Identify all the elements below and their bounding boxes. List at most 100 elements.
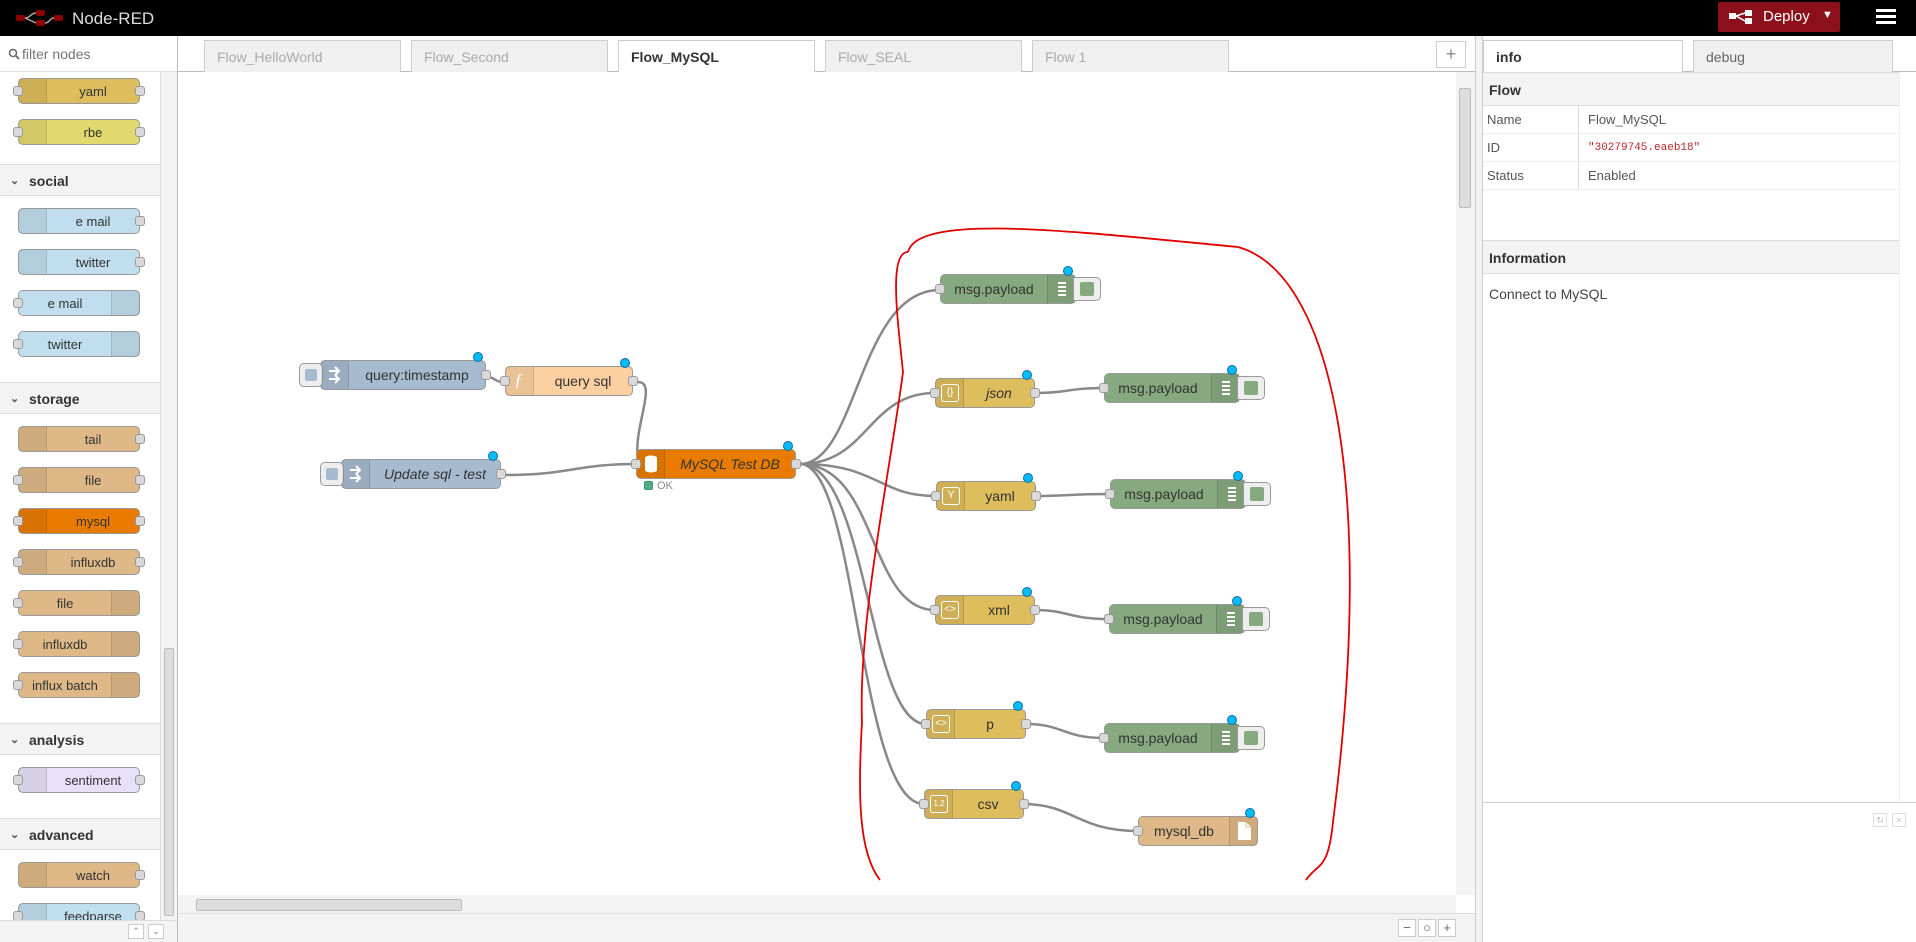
- debug-toggle-button[interactable]: [1237, 726, 1265, 750]
- csv-node[interactable]: 1,2 csv: [919, 781, 1029, 819]
- changed-badge: [1227, 715, 1237, 725]
- yaml-node[interactable]: Y yaml: [931, 473, 1041, 511]
- tab-flow-second[interactable]: Flow_Second: [411, 40, 608, 72]
- palette-category-advanced[interactable]: ⌄advanced: [0, 818, 160, 850]
- port: [135, 86, 145, 96]
- debug-node-msg-payload[interactable]: msg.payload: [1105, 471, 1271, 509]
- palette-node[interactable]: influxdb: [13, 631, 140, 657]
- inject-button[interactable]: [320, 462, 344, 486]
- tab-flow-seal[interactable]: Flow_SEAL: [825, 40, 1022, 72]
- zoom-reset-icon[interactable]: ○: [1418, 919, 1436, 937]
- debug-toggle-button[interactable]: [1243, 482, 1271, 506]
- close-icon[interactable]: ×: [1892, 813, 1906, 827]
- palette-scrollbar[interactable]: [160, 72, 177, 920]
- tab-flow-mysql[interactable]: Flow_MySQL: [618, 40, 815, 73]
- output-port[interactable]: [628, 376, 638, 386]
- debug-toggle-button[interactable]: [1073, 277, 1101, 301]
- palette-node-label: watch: [76, 868, 110, 883]
- palette-node[interactable]: influxdb: [13, 549, 145, 575]
- palette-node[interactable]: tail: [18, 426, 145, 452]
- debug-node-msg-payload[interactable]: msg.payload: [1104, 596, 1270, 634]
- tab-debug[interactable]: debug: [1693, 40, 1893, 72]
- category-label: analysis: [29, 732, 85, 748]
- debug-node-msg-payload[interactable]: msg.payload: [935, 266, 1101, 304]
- json-node[interactable]: {} json: [930, 370, 1040, 408]
- xml-node[interactable]: <> xml: [930, 587, 1040, 625]
- input-port[interactable]: [930, 605, 940, 615]
- palette-node-label: file: [84, 473, 102, 488]
- main-menu-icon[interactable]: [1874, 6, 1898, 30]
- sidebar-divider[interactable]: [1483, 802, 1916, 803]
- palette-node[interactable]: sentiment: [13, 767, 145, 793]
- debug-toggle-button[interactable]: [1242, 607, 1270, 631]
- mysql-node-test-db[interactable]: MySQL Test DB: [631, 441, 801, 479]
- input-port[interactable]: [1104, 614, 1114, 624]
- flow-canvas[interactable]: query:timestamp ƒ query sql Update sql -…: [178, 72, 1456, 895]
- input-port[interactable]: [921, 719, 931, 729]
- function-node-query-sql[interactable]: ƒ query sql: [500, 358, 638, 396]
- deploy-button[interactable]: Deploy ▼: [1718, 2, 1840, 32]
- input-port[interactable]: [919, 799, 929, 809]
- input-port[interactable]: [1099, 733, 1109, 743]
- refresh-icon[interactable]: ↻: [1873, 813, 1887, 827]
- input-port[interactable]: [931, 491, 941, 501]
- input-port[interactable]: [631, 459, 641, 469]
- input-port[interactable]: [500, 376, 510, 386]
- sidebar-tabs: info debug: [1483, 36, 1916, 73]
- information-section-header[interactable]: Information: [1483, 240, 1899, 274]
- palette-node[interactable]: yaml: [13, 78, 145, 104]
- input-port[interactable]: [1133, 826, 1143, 836]
- tab-flow-1[interactable]: Flow 1: [1032, 40, 1229, 72]
- debug-node-msg-payload[interactable]: msg.payload: [1099, 365, 1265, 403]
- add-flow-button[interactable]: +: [1436, 41, 1466, 68]
- filter-nodes-input[interactable]: [22, 44, 172, 64]
- input-port[interactable]: [930, 388, 940, 398]
- input-port[interactable]: [1105, 489, 1115, 499]
- input-port[interactable]: [1099, 383, 1109, 393]
- inject-button[interactable]: [299, 363, 323, 387]
- palette-node[interactable]: e mail: [18, 208, 145, 234]
- palette-node[interactable]: influx batch: [13, 672, 140, 698]
- caret-down-icon[interactable]: ▼: [1822, 9, 1833, 21]
- debug-node-msg-payload[interactable]: msg.payload: [1099, 715, 1265, 753]
- output-port[interactable]: [496, 469, 506, 479]
- zoom-out-icon[interactable]: −: [1398, 919, 1416, 937]
- palette-node[interactable]: file: [13, 467, 145, 493]
- output-port[interactable]: [791, 459, 801, 469]
- inject-node-query-timestamp[interactable]: query:timestamp: [299, 352, 491, 390]
- palette-node[interactable]: mysql: [13, 508, 145, 534]
- palette-category-social[interactable]: ⌄social: [0, 164, 160, 196]
- palette-category-analysis[interactable]: ⌄analysis: [0, 723, 160, 755]
- sidebar-scrollbar[interactable]: [1899, 72, 1916, 802]
- output-port[interactable]: [1030, 388, 1040, 398]
- output-port[interactable]: [1019, 799, 1029, 809]
- palette-node[interactable]: twitter: [18, 249, 145, 275]
- palette-category-storage[interactable]: ⌄storage: [0, 382, 160, 414]
- file-node-mysql-db[interactable]: mysql_db: [1133, 808, 1258, 846]
- output-port[interactable]: [1021, 719, 1031, 729]
- html-node-p[interactable]: <> p: [921, 701, 1031, 739]
- palette-node[interactable]: watch: [18, 862, 145, 888]
- canvas-vertical-scrollbar[interactable]: [1456, 72, 1475, 895]
- palette-node[interactable]: file: [13, 590, 140, 616]
- sidebar-splitter[interactable]: [1475, 36, 1483, 942]
- palette-node[interactable]: feedparse: [13, 903, 145, 920]
- port: [135, 516, 145, 526]
- palette-node[interactable]: twitter: [13, 331, 140, 357]
- inject-node-update-sql[interactable]: Update sql - test: [320, 451, 506, 489]
- zoom-in-icon[interactable]: +: [1438, 919, 1456, 937]
- palette-node[interactable]: rbe: [13, 119, 145, 145]
- expand-all-icon[interactable]: ⌄: [148, 924, 164, 939]
- tab-flow-helloworld[interactable]: Flow_HelloWorld: [204, 40, 401, 72]
- palette-node-label: influxdb: [70, 555, 116, 570]
- output-port[interactable]: [481, 370, 491, 380]
- collapse-all-icon[interactable]: ⌃: [128, 924, 144, 939]
- tab-info[interactable]: info: [1483, 40, 1683, 73]
- flow-section-header[interactable]: Flow: [1483, 72, 1899, 106]
- output-port[interactable]: [1030, 605, 1040, 615]
- debug-toggle-button[interactable]: [1237, 376, 1265, 400]
- palette-node[interactable]: e mail: [13, 290, 140, 316]
- input-port[interactable]: [935, 284, 945, 294]
- canvas-horizontal-scrollbar[interactable]: [178, 895, 1456, 913]
- output-port[interactable]: [1031, 491, 1041, 501]
